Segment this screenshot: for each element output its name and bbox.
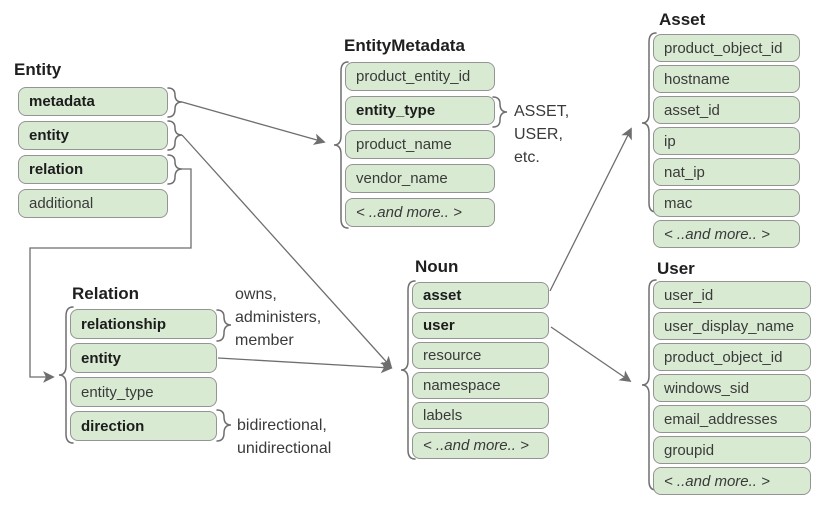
brace-right-entity-entity-field <box>167 120 183 151</box>
field-labels: labels <box>412 402 549 429</box>
field-list-asset: product_object_id hostname asset_id ip n… <box>653 34 800 248</box>
field-list-relation: relationship entity entity_type directio… <box>70 309 217 441</box>
field-and-more: < ..and more.. > <box>345 198 495 227</box>
box-relation: Relation relationship entity entity_type… <box>70 284 217 441</box>
brace-right-entity-type-field <box>492 96 508 128</box>
box-user: User user_id user_display_name product_o… <box>653 259 811 495</box>
field-user: user <box>412 312 549 339</box>
field-user-display-name: user_display_name <box>653 312 811 340</box>
field-product-object-id: product_object_id <box>653 34 800 62</box>
field-ip: ip <box>653 127 800 155</box>
box-title-asset: Asset <box>659 10 706 29</box>
field-list-entity-metadata: product_entity_id entity_type product_na… <box>345 62 495 227</box>
field-product-name: product_name <box>345 130 495 159</box>
field-relation: relation <box>18 155 168 184</box>
arrow-entity-metadata-to-entitymetadata <box>181 101 326 145</box>
field-entity: entity <box>18 121 168 150</box>
box-title-relation: Relation <box>72 284 140 303</box>
field-hostname: hostname <box>653 65 800 93</box>
field-list-user: user_id user_display_name product_object… <box>653 281 811 495</box>
field-additional: additional <box>18 189 168 218</box>
box-entity-metadata: EntityMetadata product_entity_id entity_… <box>344 36 495 227</box>
field-nat-ip: nat_ip <box>653 158 800 186</box>
field-mac: mac <box>653 189 800 217</box>
field-entity-type: entity_type <box>70 377 217 407</box>
brace-left-asset <box>641 32 657 213</box>
field-direction: direction <box>70 411 217 441</box>
box-noun: Noun asset user resource namespace label… <box>412 257 549 459</box>
field-entity: entity <box>70 343 217 373</box>
arrow-relation-entity-to-noun <box>217 357 393 374</box>
box-title-noun: Noun <box>415 257 459 276</box>
annotation-direction-values: bidirectional, unidirectional <box>237 417 332 457</box>
field-asset: asset <box>412 282 549 309</box>
field-resource: resource <box>412 342 549 369</box>
brace-left-user <box>641 279 657 491</box>
brace-right-entity-metadata-field <box>167 87 183 118</box>
field-windows-sid: windows_sid <box>653 374 811 402</box>
field-entity-type: entity_type <box>345 96 495 125</box>
field-and-more: < ..and more.. > <box>653 467 811 495</box>
brace-right-direction-field <box>216 409 232 442</box>
arrow-noun-asset-to-asset <box>549 127 632 292</box>
field-vendor-name: vendor_name <box>345 164 495 193</box>
field-email-addresses: email_addresses <box>653 405 811 433</box>
field-and-more: < ..and more.. > <box>412 432 549 459</box>
box-title-user: User <box>657 259 695 278</box>
box-title-entity: Entity <box>14 60 62 79</box>
field-list-entity: metadata entity relation additional <box>18 87 168 218</box>
box-entity: Entity metadata entity relation addition… <box>14 60 168 218</box>
brace-left-relation <box>58 306 74 444</box>
brace-right-relationship-field <box>216 309 232 342</box>
annotation-entity-type-values: ASSET, USER, etc. <box>514 103 570 166</box>
field-asset-id: asset_id <box>653 96 800 124</box>
brace-left-noun <box>400 280 416 460</box>
field-list-noun: asset user resource namespace labels < .… <box>412 282 549 459</box>
field-groupid: groupid <box>653 436 811 464</box>
arrow-entity-relation-to-relation <box>29 168 192 383</box>
field-relationship: relationship <box>70 309 217 339</box>
field-user-id: user_id <box>653 281 811 309</box>
field-product-entity-id: product_entity_id <box>345 62 495 91</box>
field-metadata: metadata <box>18 87 168 116</box>
field-namespace: namespace <box>412 372 549 399</box>
brace-right-entity-relation-field <box>167 154 183 185</box>
brace-left-entity-metadata <box>333 61 349 229</box>
field-and-more: < ..and more.. > <box>653 220 800 248</box>
arrow-noun-user-to-user <box>550 326 632 382</box>
field-product-object-id: product_object_id <box>653 343 811 371</box>
arrow-entity-entity-to-noun <box>181 134 393 369</box>
annotation-relationship-values: owns, administers, member <box>235 286 322 349</box>
box-title-entity-metadata: EntityMetadata <box>344 36 465 55</box>
box-asset: Asset product_object_id hostname asset_i… <box>653 10 800 248</box>
